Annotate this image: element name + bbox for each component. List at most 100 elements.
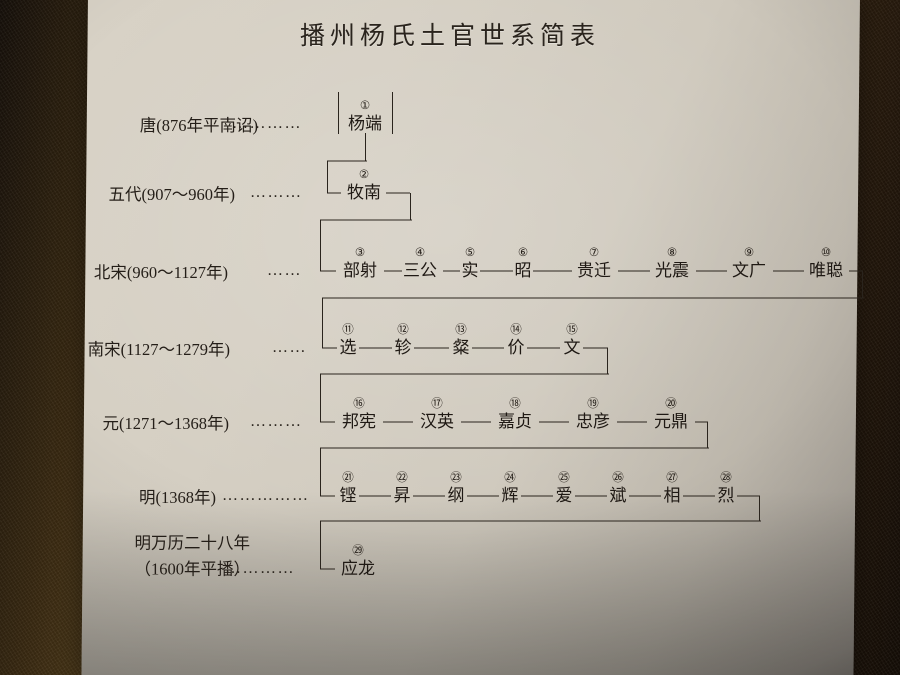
connector-2-3-out [386, 192, 410, 194]
connector-15-16-back [320, 373, 609, 375]
person-node-10[interactable]: ⑩ 唯聪 [809, 246, 843, 280]
person-node-16[interactable]: ⑯ 邦宪 [342, 398, 376, 431]
person-node-7[interactable]: ⑦ 贵迁 [577, 247, 611, 280]
connector-2-3-drop [320, 220, 321, 271]
person-node-25[interactable]: ㉕ 爱 [555, 471, 573, 505]
link-24-25 [521, 495, 553, 497]
era-label-6: 明万历二十八年 （1600年平播） [135, 530, 251, 581]
person-name: 辉 [501, 485, 519, 505]
person-name: 纲 [447, 485, 465, 505]
connector-20-21-down [707, 422, 708, 448]
person-node-11[interactable]: ⑪ 选 [340, 323, 357, 355]
person-node-12[interactable]: ⑫ 轸 [395, 324, 412, 355]
connector-15-16-down [607, 348, 608, 374]
person-name: 牧南 [347, 182, 381, 202]
connector-1-2-down [365, 133, 366, 161]
link-4-5 [443, 270, 460, 272]
link-6-7 [533, 270, 572, 272]
person-name: 三公 [403, 260, 437, 280]
link-23-24 [467, 495, 499, 497]
person-number: ⑬ [455, 323, 467, 336]
person-name: 昇 [393, 485, 411, 505]
person-node-5[interactable]: ⑤ 实 [462, 246, 479, 278]
person-node-24[interactable]: ㉔ 辉 [501, 472, 519, 505]
person-number: ⑭ [510, 323, 522, 336]
person-node-29[interactable]: ㉙ 应龙 [341, 544, 375, 576]
era-dots-6: ………… [225, 560, 295, 577]
era-label-5: 明(1368年) [139, 488, 216, 507]
connector-28-29-drop [320, 521, 321, 569]
person-number: ③ [354, 246, 366, 259]
link-16-17 [383, 421, 413, 423]
person-node-19[interactable]: ⑲ 忠彦 [576, 398, 610, 429]
person-name: 爱 [555, 485, 573, 505]
person-name: 价 [507, 337, 525, 357]
person-node-2[interactable]: ② 牧南 [347, 169, 381, 202]
person-number: ㉒ [396, 471, 408, 484]
connector-15-16-out [583, 347, 608, 349]
person-node-17[interactable]: ⑰ 汉英 [420, 397, 454, 429]
person-node-18[interactable]: ⑱ 嘉贞 [498, 398, 532, 429]
person-node-20[interactable]: ⑳ 元鼎 [654, 398, 688, 429]
person-node-27[interactable]: ㉗ 相 [663, 471, 681, 505]
person-name: 烈 [717, 485, 735, 505]
person-number: ⑤ [464, 246, 476, 259]
connector-10-11-back [322, 297, 864, 299]
page-title: 播州杨氏土官世系简表 [299, 23, 600, 50]
person-number: ① [359, 99, 371, 112]
person-number: ⑩ [820, 246, 832, 259]
link-19-20 [617, 421, 647, 423]
link-18-19 [539, 421, 569, 423]
person-node-13[interactable]: ⑬ 粲 [453, 323, 470, 355]
link-3-4 [384, 270, 402, 272]
person-node-15[interactable]: ⑮ 文 [564, 324, 581, 355]
connector-1-2-drop [327, 161, 328, 193]
person-number: ㉕ [558, 471, 570, 484]
person-number: ㉑ [342, 471, 354, 484]
era-label-2: 北宋(960～1127年) [93, 263, 228, 282]
person-name: 邦宪 [342, 411, 376, 431]
era-sublabel-6: （1600年平播） [134, 559, 251, 578]
person-node-14[interactable]: ⑭ 价 [507, 323, 525, 357]
person-number: ㉙ [352, 544, 364, 557]
person-node-8[interactable]: ⑧ 光震 [655, 247, 689, 278]
person-number: ㉓ [450, 471, 462, 484]
person-node-4[interactable]: ④ 三公 [403, 247, 437, 280]
link-26-27 [629, 495, 661, 497]
era-label-0: 唐(876年平南诏) [139, 116, 258, 135]
person-node-6[interactable]: ⑥ 昭 [514, 247, 532, 280]
person-name: 昭 [514, 260, 532, 280]
person-number: ⑪ [342, 323, 354, 336]
person-number: ㉘ [720, 471, 732, 484]
person-name: 文广 [732, 260, 766, 280]
era-dots-4: ……… [250, 413, 303, 430]
link-27-28 [683, 495, 715, 497]
person-name: 铿 [339, 485, 357, 505]
connector-28-29-out [737, 495, 760, 497]
connector-20-21-back [320, 447, 709, 449]
person-node-26[interactable]: ㉖ 斌 [609, 471, 627, 505]
person-number: ㉖ [612, 471, 624, 484]
connector-10-11-in [322, 347, 337, 349]
connector-1-2-in [327, 192, 341, 194]
person-name: 贵迁 [577, 260, 611, 280]
era-dots-3: …… [272, 339, 307, 356]
connector-20-21-in [320, 495, 335, 497]
era-dots-2: …… [267, 262, 302, 279]
person-name: 唯聪 [809, 260, 843, 280]
person-name: 相 [663, 485, 681, 505]
person-node-1[interactable]: ① 杨端 [348, 99, 382, 131]
person-node-22[interactable]: ㉒ 昇 [393, 471, 411, 505]
person-node-21[interactable]: ㉑ 铿 [339, 471, 357, 505]
person-number: ⑰ [431, 397, 443, 410]
person-number: ⑨ [743, 246, 755, 259]
person-node-9[interactable]: ⑨ 文广 [732, 246, 766, 280]
person-number: ㉗ [666, 471, 678, 484]
person-name: 斌 [609, 485, 627, 505]
person-node-3[interactable]: ③ 部射 [343, 246, 377, 278]
person-node-28[interactable]: ㉘ 烈 [717, 471, 735, 505]
person-node-23[interactable]: ㉓ 纲 [447, 471, 465, 505]
link-9-10 [773, 270, 804, 272]
